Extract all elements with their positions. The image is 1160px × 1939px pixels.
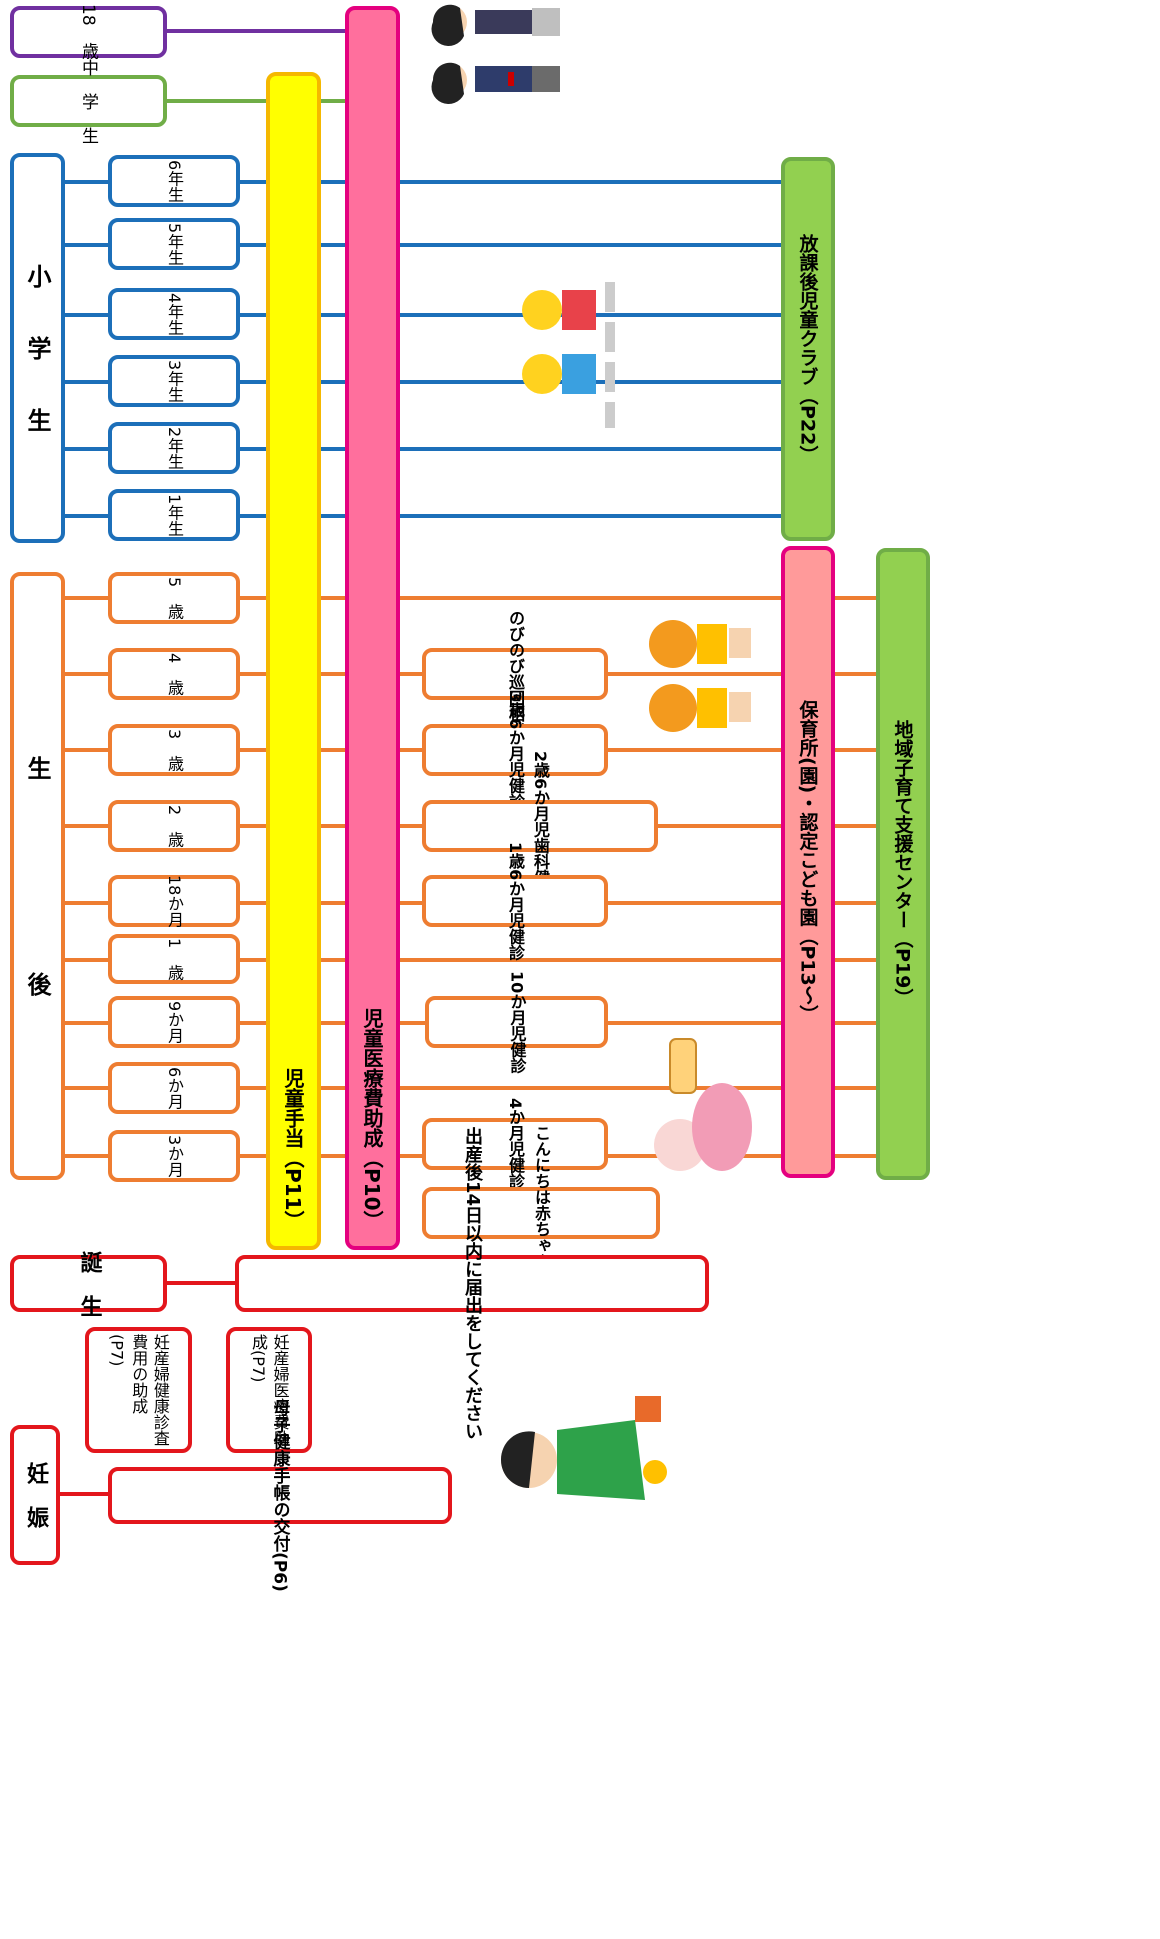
age-box: 5 歳	[108, 572, 240, 624]
grade-line	[60, 447, 785, 451]
birth-note-label: 出産後14日以内に届出をしてください	[462, 1126, 483, 1441]
grade-box: 4年生	[108, 288, 240, 340]
checkup-4m-label: 4か月児健診	[506, 1098, 525, 1190]
pregnant-woman-illustration	[500, 1396, 667, 1500]
grade-box: 1年生	[108, 489, 240, 541]
child-allowance-label: 児童手当（P11）	[281, 1067, 305, 1231]
nursery-bar: 保育所(園)・認定こども園（P13～）	[781, 546, 835, 1178]
pregnancy-checkup-subsidy-label: 妊産婦健康診査費用の助成(P7)	[107, 1334, 170, 1446]
handbook-label: 母子健康手帳の交付(P6)	[269, 1399, 290, 1592]
pregnancy-medical-subsidy-label: 妊産婦医療費助成(P7)	[249, 1334, 290, 1446]
checkup-10m-label: 10か月児健診	[507, 970, 527, 1074]
birth-line	[165, 1281, 240, 1285]
students-illustration	[431, 4, 560, 105]
grade-line	[60, 243, 785, 247]
support-center-bar: 地域子育て支援センター（P19）	[876, 548, 930, 1180]
checkup-30m-box: 2歳6か月児歯科健診	[422, 751, 658, 901]
checkup-30m-label: 2歳6か月児歯科健診	[531, 750, 550, 902]
grade-box: 6年生	[108, 155, 240, 207]
stage-middle-school: 中 学 生	[10, 59, 167, 144]
age-box: 4 歳	[108, 648, 240, 700]
stage-birth-label: 誕 生	[76, 1250, 102, 1317]
age-label: 1 歳	[165, 937, 184, 981]
nursery-label: 保育所(園)・認定こども園（P13～）	[796, 700, 819, 1024]
playing-children-illustration	[649, 620, 751, 732]
stage-birth: 誕 生	[10, 1251, 167, 1317]
support-center-label: 地域子育て支援センター（P19）	[891, 720, 914, 1008]
age-box: 2 歳	[108, 800, 240, 852]
after-school-club-label: 放課後児童クラブ（P22）	[796, 233, 819, 465]
grade-label: 1年生	[165, 493, 184, 537]
age-box: 18か月	[108, 875, 240, 927]
grade-line	[60, 514, 785, 518]
age-box: 9か月	[108, 996, 240, 1048]
pregnancy-medical-subsidy-box: 妊産婦医療費助成(P7)	[226, 1327, 312, 1453]
konnichiwa-box: こんにちは赤ちゃん訪問	[422, 1125, 660, 1301]
age-label: 18か月	[165, 874, 184, 928]
medical-subsidy-label: 児童医療費助成（P10）	[360, 1007, 384, 1231]
age-label: 9か月	[165, 1000, 184, 1044]
age-label: 5 歳	[165, 576, 184, 620]
checkup-42m-label: 3歳6か月児健診	[506, 690, 525, 810]
stage-middle-school-label: 中 学 生	[78, 58, 98, 144]
child-allowance-bar: 児童手当（P11）	[266, 72, 321, 1250]
age-box: 6か月	[108, 1062, 240, 1114]
grade-label: 4年生	[165, 292, 184, 336]
stage-age18: 18 歳	[10, 4, 167, 60]
grade-line	[60, 313, 785, 317]
pregnancy-line	[55, 1492, 115, 1496]
handbook-box: 母子健康手帳の交付(P6)	[108, 1399, 452, 1592]
age-label: 6か月	[165, 1066, 184, 1110]
medical-subsidy-bar: 児童医療費助成（P10）	[345, 6, 400, 1250]
birth-note-box: 出産後14日以内に届出をしてください	[235, 1127, 709, 1440]
grade-box: 2年生	[108, 422, 240, 474]
stage-after-birth: 生 後	[10, 572, 65, 1180]
crosswalk-children-illustration	[522, 282, 615, 428]
age-label: 2 歳	[165, 804, 184, 848]
grade-label: 3年生	[165, 359, 184, 403]
baby-bottle-illustration	[654, 1038, 752, 1171]
grade-label: 2年生	[165, 426, 184, 470]
middle-school-line	[165, 99, 350, 103]
age-box: 3か月	[108, 1130, 240, 1182]
stage-age18-label: 18 歳	[78, 4, 98, 60]
stage-elementary: 小 学 生	[10, 153, 65, 543]
grade-label: 5年生	[165, 222, 184, 266]
age18-line	[165, 29, 350, 33]
age-label: 3 歳	[165, 728, 184, 772]
after-school-club-bar: 放課後児童クラブ（P22）	[781, 157, 835, 541]
age-box: 3 歳	[108, 724, 240, 776]
age-line	[60, 596, 880, 600]
nobinobi-label: のびのび巡回相談	[506, 610, 525, 738]
grade-line	[60, 180, 785, 184]
stage-after-birth-label: 生 後	[23, 756, 51, 996]
pregnancy-checkup-subsidy-box: 妊産婦健康診査費用の助成(P7)	[85, 1327, 192, 1453]
age-label: 4 歳	[165, 652, 184, 696]
age-label: 3か月	[165, 1134, 184, 1178]
checkup-18m-label: 1歳6か月児健診	[506, 841, 525, 961]
grade-label: 6年生	[165, 159, 184, 203]
stage-elementary-label: 小 学 生	[23, 264, 51, 432]
stage-pregnancy-label: 妊 娠	[23, 1462, 48, 1528]
checkup-4m-box: 4か月児健診	[422, 1098, 608, 1190]
checkup-42m-box: 3歳6か月児健診	[422, 691, 608, 809]
age-line	[60, 958, 880, 962]
grade-line	[60, 380, 785, 384]
age-box: 1 歳	[108, 934, 240, 984]
stage-pregnancy: 妊 娠	[10, 1425, 60, 1565]
nobinobi-box: のびのび巡回相談	[422, 610, 608, 738]
checkup-10m-box: 10か月児健診	[425, 971, 608, 1073]
grade-box: 3年生	[108, 355, 240, 407]
grade-box: 5年生	[108, 218, 240, 270]
checkup-18m-box: 1歳6か月児健診	[422, 842, 608, 960]
age-line	[60, 1086, 880, 1090]
